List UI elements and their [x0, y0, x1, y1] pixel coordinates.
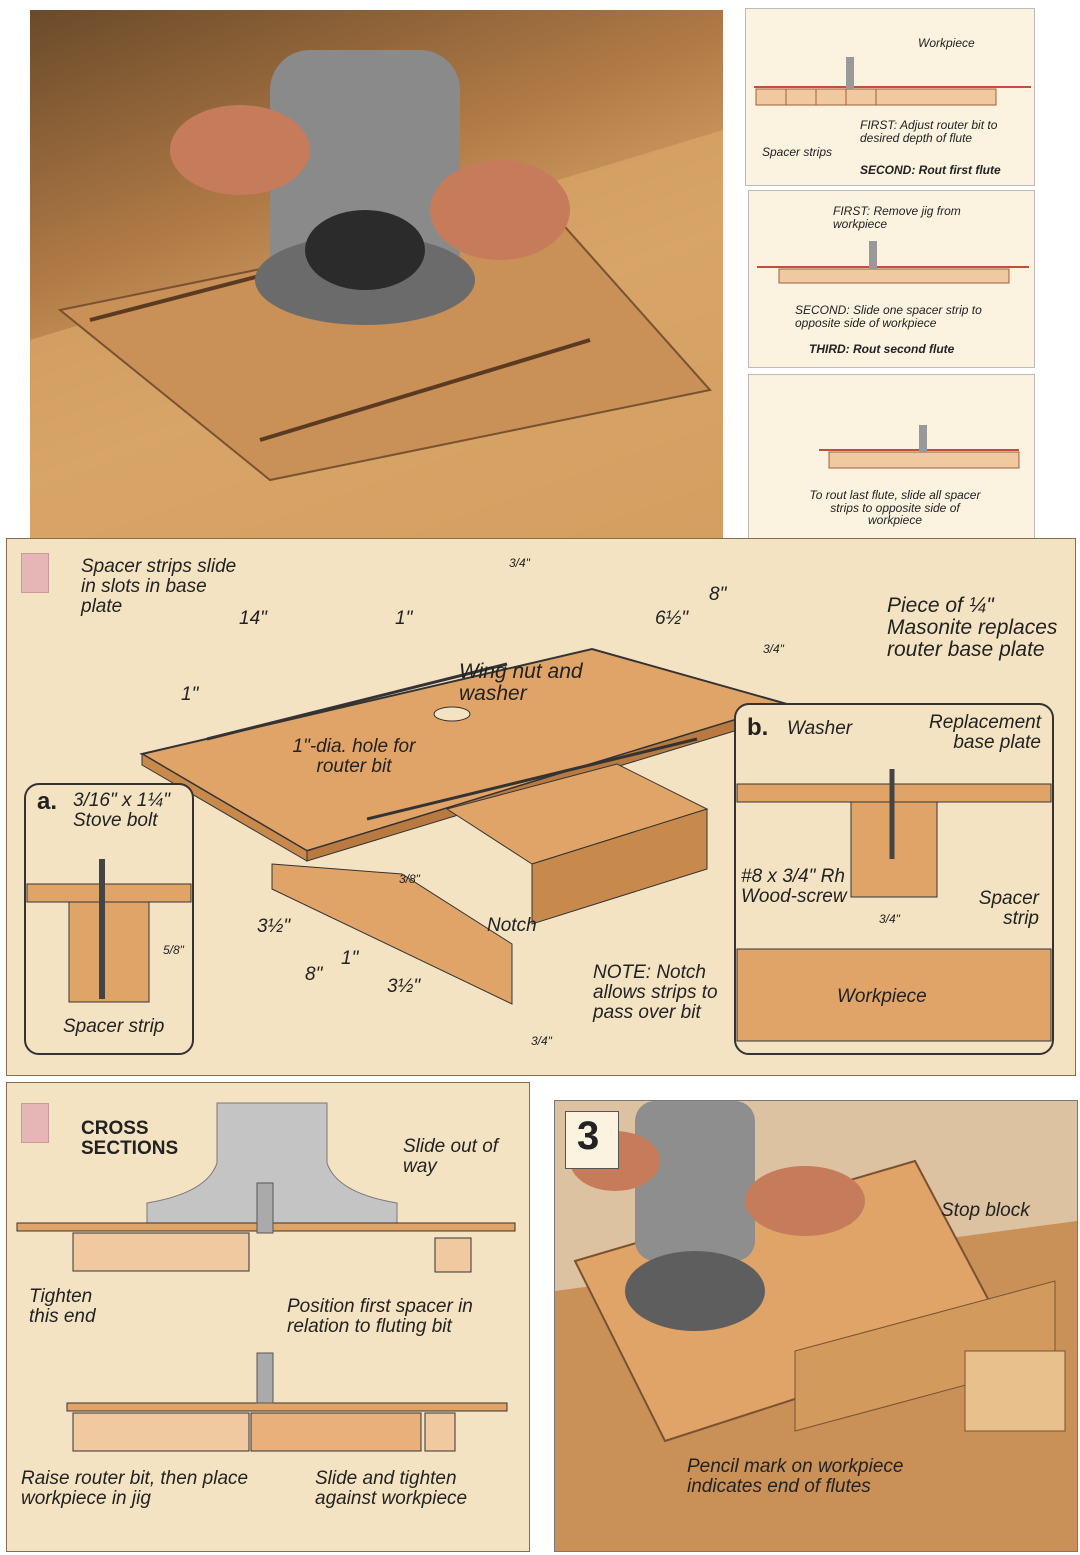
dim-3-1-2-a: 3½" — [257, 916, 291, 937]
detail-b-spacer-label: Spacer strip — [978, 888, 1039, 929]
detail-b-washer-label: Washer — [787, 718, 853, 739]
photo-3-number-box — [565, 1111, 619, 1169]
step-panel-3: To rout last flute, slide all spacer str… — [748, 374, 1035, 546]
pencil-mark-label: Pencil mark on workpiece indicates end o… — [687, 1456, 904, 1497]
figure-badge-2 — [21, 1103, 49, 1143]
photo-3-number: 3 — [577, 1114, 600, 1158]
detail-a-bolt-label: 3/16" x 1¼" Stove bolt — [73, 790, 170, 831]
cross-sections-title: CROSS SECTIONS — [81, 1118, 179, 1159]
dim-3-1-2-b: 3½" — [387, 976, 421, 997]
step-3-diagram — [819, 425, 1020, 469]
spacer-strips-slide-label: Spacer strips slide in slots in base pla… — [81, 556, 237, 617]
dim-1-b: 1" — [181, 684, 199, 705]
hole-label: 1"-dia. hole for router bit — [292, 736, 416, 777]
photo-3-panel: 3 Stop block Pencil mark on workpiece in… — [554, 1100, 1078, 1552]
note-label: NOTE: Notch allows strips to pass over b… — [593, 962, 718, 1023]
dim-14: 14" — [239, 608, 267, 629]
cross-sections-panel: CROSS SECTIONS Slide out of way Tighten … — [6, 1082, 530, 1552]
slide-tighten-label: Slide and tighten against workpiece — [315, 1468, 468, 1509]
step-2-diagram — [757, 241, 1029, 284]
step-panel-2: FIRST: Remove jig from workpiece SECOND:… — [748, 190, 1035, 368]
dim-8: 8" — [709, 584, 727, 605]
detail-b-dim: 3/4" — [879, 912, 900, 926]
step-1-workpiece-label: Workpiece — [918, 36, 975, 50]
stop-block-label: Stop block — [941, 1200, 1030, 1221]
router-photo-top — [30, 10, 723, 540]
dim-6-1-2: 6½" — [655, 608, 689, 629]
router-photo-illustration — [30, 50, 723, 540]
step-1-diagram — [754, 57, 1031, 106]
dim-3-4-b: 3/4" — [763, 642, 784, 656]
detail-a-dim: 5/8" — [163, 943, 184, 957]
detail-a-spacer-label: Spacer strip — [63, 1016, 165, 1037]
step-1-spacer-label: Spacer strips — [762, 145, 833, 159]
step-panel-1: Workpiece Spacer strips FIRST: Adjust ro… — [745, 8, 1035, 186]
cross-sections-drawing — [16, 1102, 516, 1452]
detail-b-workpiece-label: Workpiece — [837, 986, 927, 1007]
detail-b-screw-label: #8 x 3/4" Rh Wood-screw — [741, 866, 847, 907]
tighten-label: Tighten this end — [29, 1286, 96, 1327]
detail-b-replacement-label: Replacement base plate — [929, 712, 1041, 753]
dim-3-8: 3/8" — [399, 872, 420, 886]
step-1-first-text: FIRST: Adjust router bit to desired dept… — [860, 118, 998, 145]
step-2-first-text: FIRST: Remove jig from workpiece — [833, 204, 961, 231]
dim-8-b: 8" — [305, 964, 323, 985]
detail-a-letter: a. — [37, 788, 58, 815]
detail-b-letter: b. — [747, 714, 769, 741]
dim-3-4-c: 3/4" — [531, 1034, 552, 1048]
step-2-second-text: SECOND: Slide one spacer strip to opposi… — [795, 303, 982, 330]
step-2-third-text: THIRD: Rout second flute — [809, 342, 955, 356]
raise-label: Raise router bit, then place workpiece i… — [21, 1468, 249, 1509]
photo-3-illustration — [555, 1101, 1077, 1551]
step-1-second-text: SECOND: Rout first flute — [860, 163, 1001, 177]
figure-badge-1 — [21, 553, 49, 593]
masonite-label: Piece of ¼" Masonite replaces router bas… — [887, 594, 1058, 662]
exploded-view-panel: Spacer strips slide in slots in base pla… — [6, 538, 1076, 1076]
exploded-view-drawing — [24, 647, 1054, 1055]
notch-label: Notch — [487, 915, 537, 936]
step-3-caption: To rout last flute, slide all spacer str… — [809, 488, 981, 528]
slide-out-label: Slide out of way — [403, 1136, 499, 1177]
position-label: Position first spacer in relation to flu… — [287, 1296, 473, 1337]
wing-nut-label: Wing nut and washer — [459, 660, 583, 706]
dim-3-4-top: 3/4" — [509, 556, 530, 570]
dim-1-a: 1" — [395, 608, 413, 629]
dim-1-c: 1" — [341, 948, 359, 969]
